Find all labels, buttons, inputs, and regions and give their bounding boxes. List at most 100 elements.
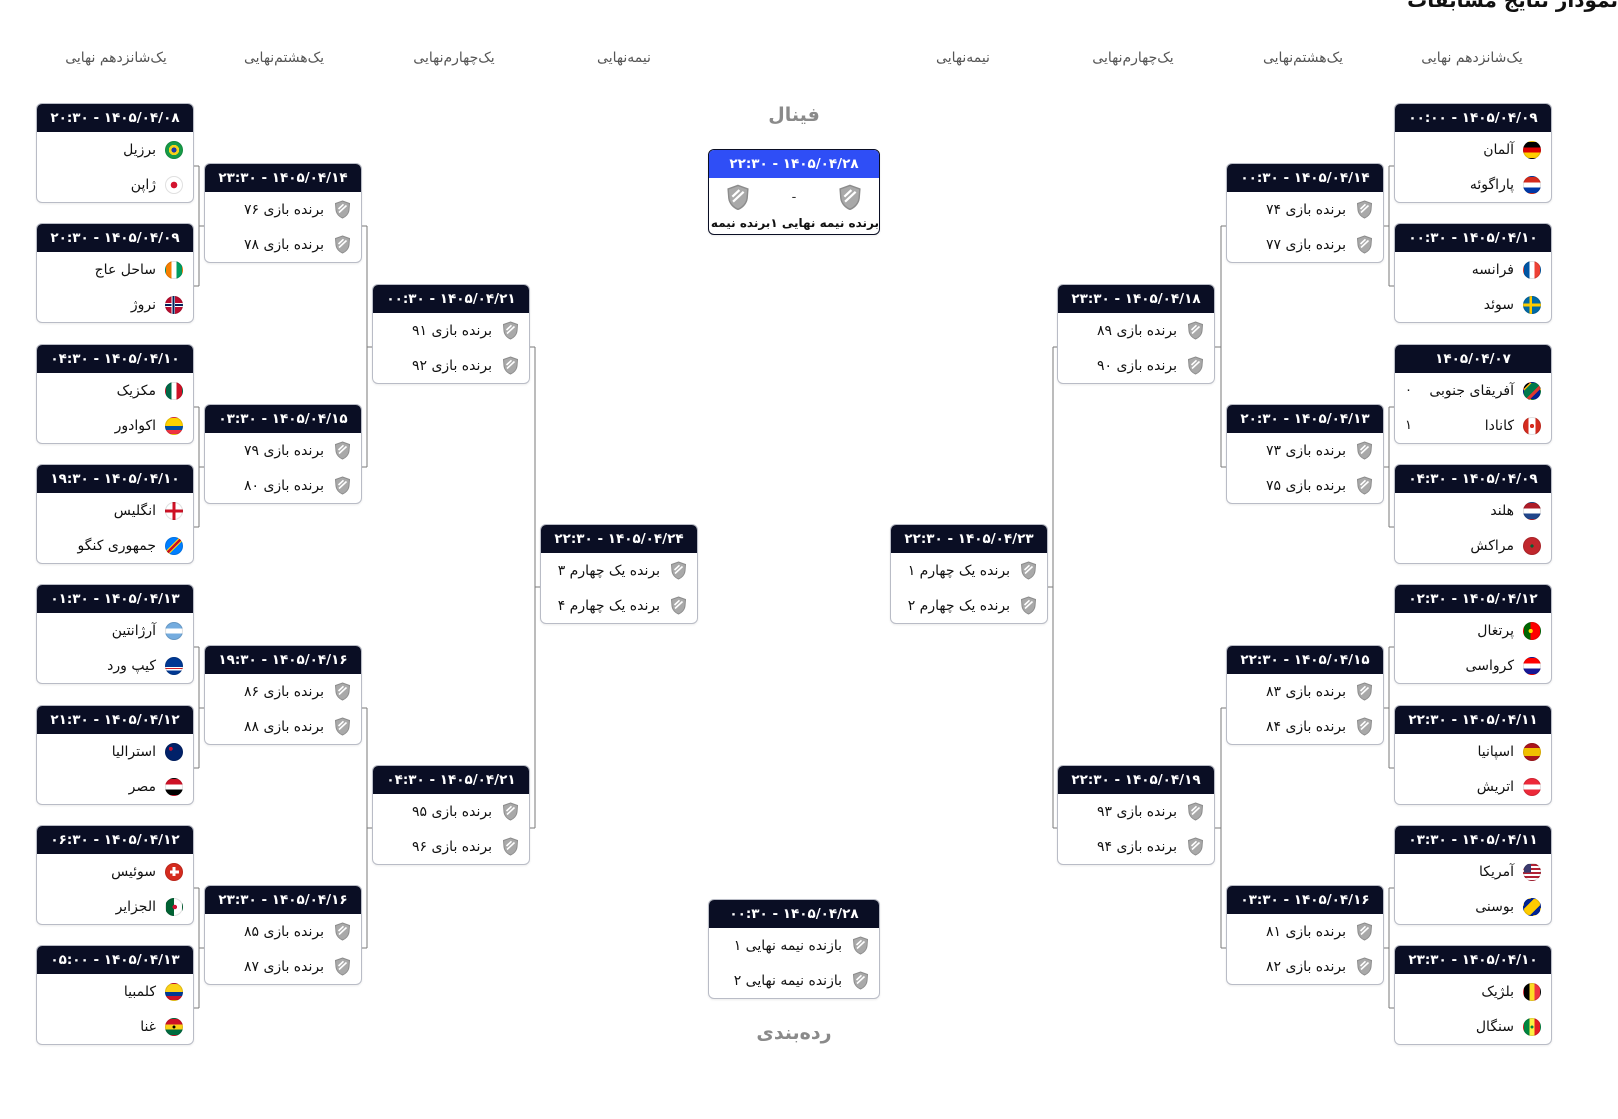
team-row[interactable]: انگلیس — [37, 493, 193, 528]
team-row[interactable]: برنده بازی ۷۸ — [205, 227, 361, 262]
team-row[interactable]: اکوادور — [37, 408, 193, 443]
final-match-card[interactable]: ۱۴۰۵/۰۴/۲۸ - ۲۲:۳۰-برنده نیمه نهایی ۱برن… — [708, 149, 880, 235]
team-row[interactable]: برنده بازی ۹۱ — [373, 313, 529, 348]
team-row[interactable]: آلمان — [1395, 132, 1551, 167]
team-row[interactable]: سنگال — [1395, 1009, 1551, 1044]
team-row[interactable]: برنده یک چهارم ۴ — [541, 588, 697, 623]
team-row[interactable]: برنده یک چهارم ۳ — [541, 553, 697, 588]
team-row[interactable]: آمریکا — [1395, 854, 1551, 889]
team-row[interactable]: برنده بازی ۷۷ — [1227, 227, 1383, 262]
team-row[interactable]: برنده بازی ۷۳ — [1227, 433, 1383, 468]
team-row[interactable]: بوسنی — [1395, 889, 1551, 924]
team-row[interactable]: برنده بازی ۹۶ — [373, 829, 529, 864]
shield-icon — [502, 837, 519, 856]
match-date: ۱۴۰۵/۰۴/۰۸ - ۲۰:۳۰ — [37, 104, 193, 132]
team-row[interactable]: فرانسه — [1395, 252, 1551, 287]
team-row[interactable]: برنده بازی ۸۹ — [1058, 313, 1214, 348]
team-row[interactable]: برنده بازی ۸۳ — [1227, 674, 1383, 709]
team-row[interactable]: ژاپن — [37, 167, 193, 202]
team-row[interactable]: بلژیک — [1395, 974, 1551, 1009]
team-row[interactable]: کلمبیا — [37, 974, 193, 1009]
team-row[interactable]: برنده بازی ۸۶ — [205, 674, 361, 709]
team-row[interactable]: ساحل عاج — [37, 252, 193, 287]
team-row[interactable]: هلند — [1395, 493, 1551, 528]
team-row[interactable]: اسپانیا — [1395, 734, 1551, 769]
team-row[interactable]: برنده بازی ۷۹ — [205, 433, 361, 468]
team-row[interactable]: برنده بازی ۷۶ — [205, 192, 361, 227]
team-row[interactable]: برنده بازی ۸۷ — [205, 949, 361, 984]
team-row[interactable]: جمهوری کنگو — [37, 528, 193, 563]
team-name: پرتغال — [1477, 622, 1514, 639]
team-row[interactable]: بازنده نیمه نهایی ۲ — [709, 963, 879, 998]
team-row[interactable]: کیپ ورد — [37, 648, 193, 683]
shield-icon — [502, 802, 519, 821]
team-row[interactable]: برنده بازی ۸۵ — [205, 914, 361, 949]
team-row[interactable]: برنده بازی ۹۳ — [1058, 794, 1214, 829]
team-row[interactable]: پاراگوئه — [1395, 167, 1551, 202]
team-row[interactable]: برنده بازی ۹۲ — [373, 348, 529, 383]
match-date: ۱۴۰۵/۰۴/۱۶ - ۲۳:۳۰ — [205, 886, 361, 914]
team-row[interactable]: غنا — [37, 1009, 193, 1044]
team-row[interactable]: آرژانتین — [37, 613, 193, 648]
team-name: برنده یک چهارم ۳ — [557, 562, 660, 579]
team-row[interactable]: الجزایر — [37, 889, 193, 924]
team-row[interactable]: برنده بازی ۹۰ — [1058, 348, 1214, 383]
team-row[interactable]: سوئد — [1395, 287, 1551, 322]
team-row[interactable]: برنده یک چهارم ۲ — [891, 588, 1047, 623]
team-row[interactable]: برنده بازی ۸۸ — [205, 709, 361, 744]
team-row[interactable]: برنده بازی ۷۴ — [1227, 192, 1383, 227]
team-row[interactable]: سوئیس — [37, 854, 193, 889]
team-row[interactable]: برنده بازی ۸۲ — [1227, 949, 1383, 984]
team-row[interactable]: برنده بازی ۸۰ — [205, 468, 361, 503]
team-row[interactable]: برنده بازی ۷۵ — [1227, 468, 1383, 503]
team-row[interactable]: برنده یک چهارم ۱ — [891, 553, 1047, 588]
team-row[interactable]: مراکش — [1395, 528, 1551, 563]
team-row[interactable]: برنده بازی ۸۱ — [1227, 914, 1383, 949]
team-row[interactable]: پرتغال — [1395, 613, 1551, 648]
team-row[interactable]: مکزیک — [37, 373, 193, 408]
team-row[interactable]: برزیل — [37, 132, 193, 167]
team-row[interactable]: برنده بازی ۹۴ — [1058, 829, 1214, 864]
team-row[interactable]: مصر — [37, 769, 193, 804]
team-row[interactable]: برنده بازی ۹۵ — [373, 794, 529, 829]
team-row[interactable]: استرالیا — [37, 734, 193, 769]
team-row[interactable]: اتریش — [1395, 769, 1551, 804]
team-row[interactable]: بازنده نیمه نهایی ۱ — [709, 928, 879, 963]
team-row[interactable]: کرواسی — [1395, 648, 1551, 683]
team-row[interactable]: برنده بازی ۸۴ — [1227, 709, 1383, 744]
team-row[interactable]: نروژ — [37, 287, 193, 322]
